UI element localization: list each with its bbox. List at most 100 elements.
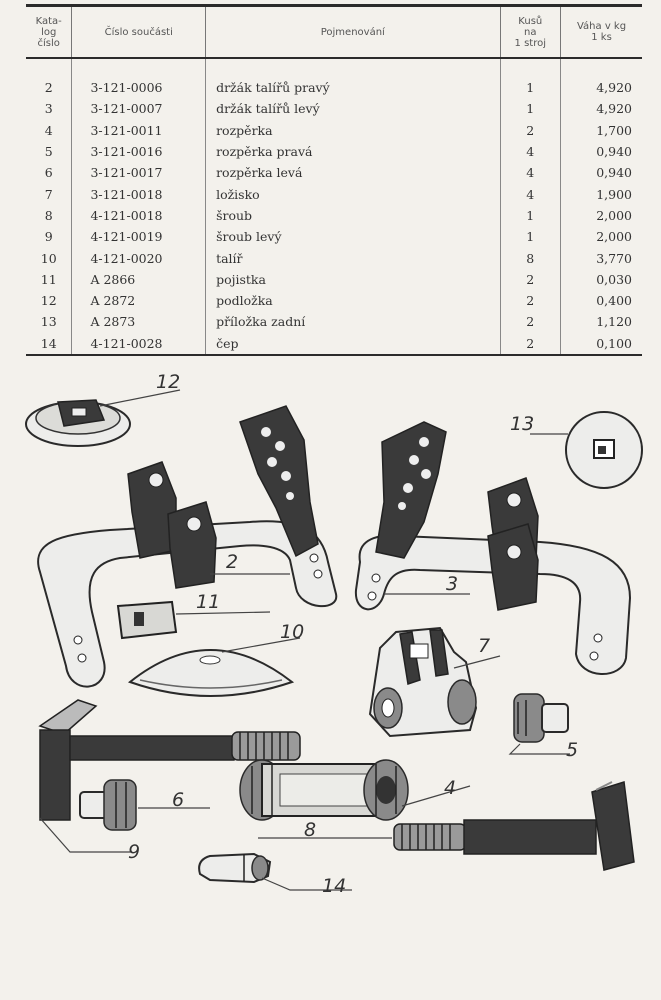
header-designation: Pojmenování bbox=[205, 4, 500, 59]
cell-catalog-number: 10 bbox=[40, 250, 57, 266]
cell-quantity: 1 bbox=[499, 226, 561, 248]
cell-weight: 0,940 bbox=[560, 162, 642, 184]
cell-weight: 0,030 bbox=[560, 268, 642, 290]
cell-catalog-number: 14 bbox=[26, 332, 72, 356]
part-3-left-holder bbox=[354, 421, 632, 675]
table-header-row: Kata- log číslo Číslo součásti Pojmenová… bbox=[26, 4, 642, 59]
cell-catalog-number: 8 bbox=[44, 207, 53, 223]
callout-12: 12 bbox=[156, 371, 180, 393]
cell-designation: držák talířů pravý bbox=[205, 77, 500, 99]
cell-catalog-number: 5 bbox=[44, 144, 53, 160]
part-14-pin bbox=[198, 852, 272, 884]
cell-part-number: A 2872 bbox=[71, 289, 206, 312]
header-part-number: Číslo součásti bbox=[71, 4, 206, 59]
cell-designation: šroub bbox=[205, 204, 500, 227]
cell-weight: 0,100 bbox=[560, 332, 642, 356]
cell-quantity: 1 bbox=[499, 98, 561, 120]
cell-designation: rozpěrka pravá bbox=[205, 140, 500, 163]
cell-designation: příložka zadní bbox=[205, 311, 500, 333]
cell-catalog-number: 3 bbox=[44, 101, 53, 117]
part-9-left-screw bbox=[38, 699, 301, 821]
cell-catalog-number: 12 bbox=[40, 293, 57, 309]
callout-10: 10 bbox=[280, 621, 304, 643]
cell-weight: 0,400 bbox=[560, 289, 642, 312]
part-12-washer bbox=[25, 399, 131, 447]
cell-weight: 0,940 bbox=[560, 140, 642, 163]
cell-designation: pojistka bbox=[205, 268, 500, 290]
cell-catalog-number: 9 bbox=[44, 229, 53, 245]
part-5-right-spacer bbox=[513, 693, 569, 743]
cell-weight: 3,770 bbox=[560, 247, 642, 269]
cell-designation: podložka bbox=[205, 289, 500, 312]
cell-quantity: 2 bbox=[499, 119, 561, 141]
callout-14: 14 bbox=[322, 875, 346, 897]
part-4-spacer bbox=[239, 759, 409, 821]
cell-catalog-number: 4 bbox=[44, 122, 53, 138]
cell-quantity: 2 bbox=[499, 289, 561, 312]
callout-7: 7 bbox=[478, 635, 490, 657]
cell-part-number: 3-121-0007 bbox=[71, 98, 206, 120]
cell-part-number: 4-121-0028 bbox=[71, 332, 206, 356]
header-pieces-per-machine: Kusů na 1 stroj bbox=[499, 4, 561, 59]
cell-catalog-number: 11 bbox=[40, 271, 57, 287]
exploded-parts-drawing: 12 13 2 bbox=[25, 371, 643, 897]
cell-quantity: 2 bbox=[499, 311, 561, 333]
spacer-row bbox=[26, 58, 642, 77]
part-13-rear-plate bbox=[565, 411, 643, 489]
cell-quantity: 2 bbox=[499, 332, 561, 356]
cell-part-number: A 2866 bbox=[71, 268, 206, 290]
cell-part-number: 3-121-0011 bbox=[71, 119, 206, 141]
cell-designation: držák talířů levý bbox=[205, 98, 500, 120]
cell-designation: rozpěrka levá bbox=[205, 162, 500, 184]
cell-catalog-number: 13 bbox=[40, 314, 57, 330]
callout-11: 11 bbox=[196, 591, 220, 613]
callout-8: 8 bbox=[304, 819, 316, 841]
cell-weight: 1,120 bbox=[560, 311, 642, 333]
cell-quantity: 1 bbox=[499, 204, 561, 227]
cell-quantity: 2 bbox=[499, 268, 561, 290]
cell-designation: rozpěrka bbox=[205, 119, 500, 141]
cell-weight: 1,900 bbox=[560, 183, 642, 205]
callout-4: 4 bbox=[444, 777, 456, 799]
header-catalog-number: Kata- log číslo bbox=[26, 4, 72, 59]
header-weight-per-piece: Váha v kg 1 ks bbox=[560, 4, 642, 59]
cell-part-number: 3-121-0016 bbox=[71, 140, 206, 163]
cell-weight: 2,000 bbox=[560, 226, 642, 248]
cell-weight: 4,920 bbox=[560, 98, 642, 120]
cell-catalog-number: 6 bbox=[44, 165, 53, 181]
cell-quantity: 1 bbox=[499, 77, 561, 99]
cell-catalog-number: 7 bbox=[44, 186, 53, 202]
cell-designation: ložisko bbox=[205, 183, 500, 205]
cell-designation: šroub levý bbox=[205, 226, 500, 248]
cell-part-number: 4-121-0020 bbox=[71, 247, 206, 269]
part-7-bearing bbox=[368, 626, 478, 738]
part-2-right-holder bbox=[37, 405, 338, 688]
callout-13: 13 bbox=[510, 413, 534, 435]
part-10-plate bbox=[127, 649, 295, 697]
cell-quantity: 4 bbox=[499, 140, 561, 163]
parts-table: Kata- log číslo Číslo součásti Pojmenová… bbox=[26, 4, 642, 356]
cell-weight: 4,920 bbox=[560, 77, 642, 99]
cell-designation: talíř bbox=[205, 247, 500, 269]
cell-part-number: 3-121-0017 bbox=[71, 162, 206, 184]
cell-quantity: 8 bbox=[499, 247, 561, 269]
cell-part-number: 3-121-0006 bbox=[71, 77, 206, 99]
part-11-retainer bbox=[116, 600, 178, 640]
callout-5: 5 bbox=[566, 739, 578, 761]
cell-quantity: 4 bbox=[499, 183, 561, 205]
cell-part-number: 3-121-0018 bbox=[71, 183, 206, 205]
cell-designation: čep bbox=[205, 332, 500, 356]
cell-part-number: A 2873 bbox=[71, 311, 206, 333]
callout-6: 6 bbox=[172, 789, 184, 811]
